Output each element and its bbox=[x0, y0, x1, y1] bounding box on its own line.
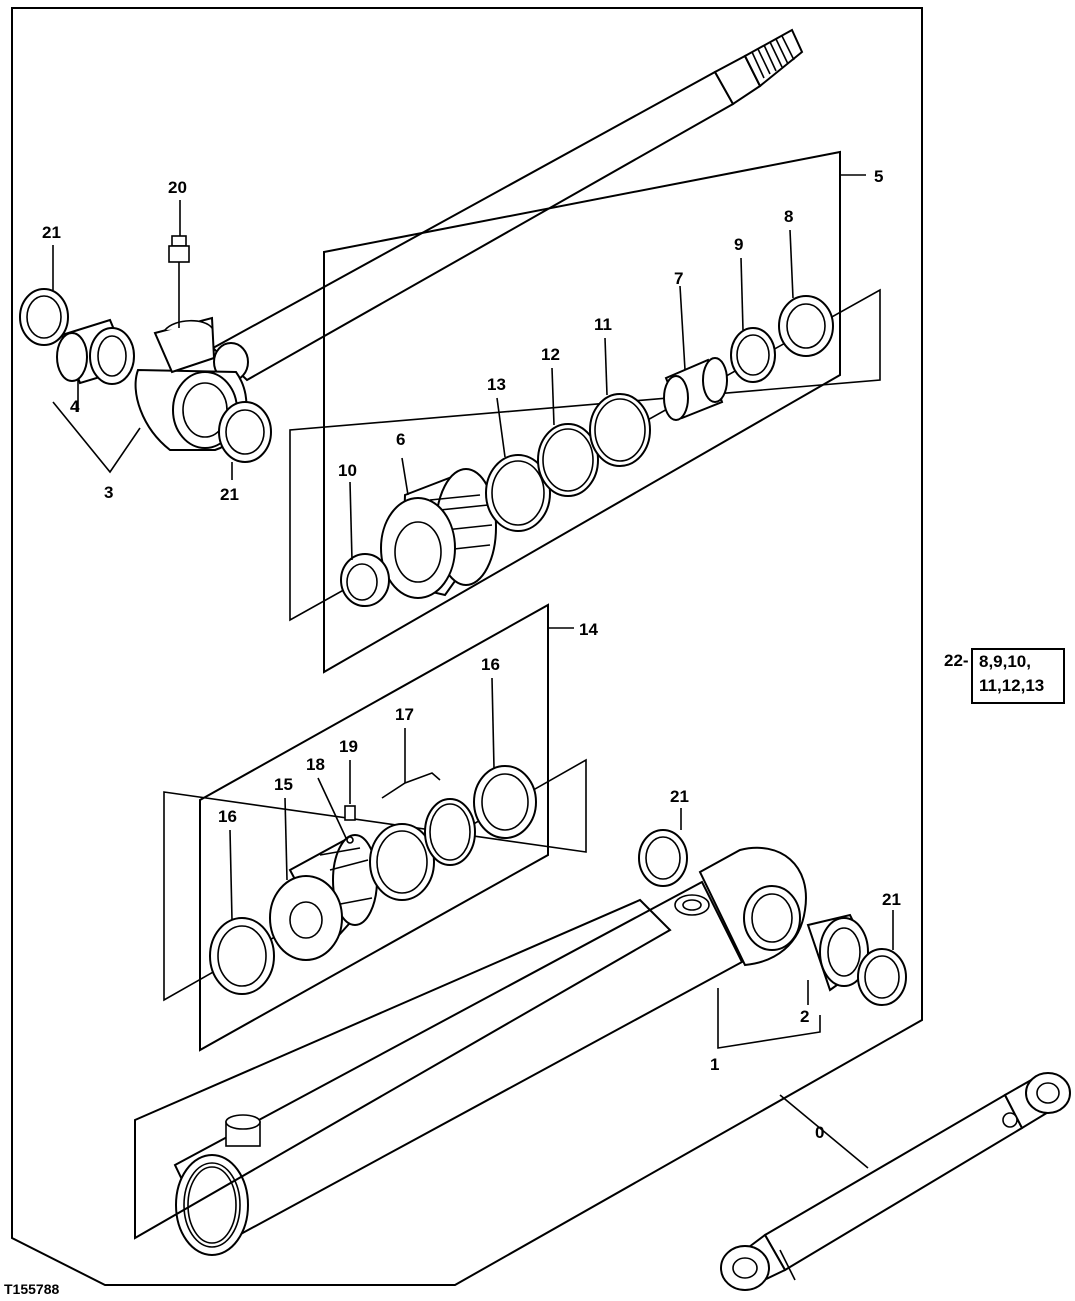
callout-21-rod-right: 21 bbox=[220, 485, 239, 504]
callout-8: 8 bbox=[784, 207, 793, 226]
cylinder-assembly bbox=[720, 1072, 1071, 1291]
callout-2: 2 bbox=[800, 1007, 809, 1026]
callout-6: 6 bbox=[396, 430, 405, 449]
seal-kit-key: 22 bbox=[944, 651, 963, 670]
callout-10: 10 bbox=[338, 461, 357, 480]
callout-7: 7 bbox=[674, 269, 683, 288]
cylinder-barrel bbox=[173, 846, 807, 1256]
figure-id: T155788 bbox=[4, 1281, 60, 1297]
gland-6 bbox=[380, 468, 497, 599]
ball-18 bbox=[346, 836, 354, 844]
wiper-10 bbox=[340, 553, 390, 607]
grease-fitting-20 bbox=[168, 235, 190, 328]
piston-kit-frame bbox=[199, 603, 549, 1052]
assembly-outline bbox=[11, 7, 923, 1286]
callout-21-barrel-right: 21 bbox=[882, 890, 901, 909]
piston-15 bbox=[269, 834, 378, 961]
callout-14: 14 bbox=[579, 620, 598, 639]
bushing-2 bbox=[806, 913, 874, 992]
seal-kit-line-1: 8,9,10, bbox=[979, 652, 1031, 671]
callout-4: 4 bbox=[70, 397, 80, 416]
callout-13: 13 bbox=[487, 375, 506, 394]
callout-16-right: 16 bbox=[481, 655, 500, 674]
callout-12: 12 bbox=[541, 345, 560, 364]
gland-kit-frame bbox=[323, 150, 841, 674]
callout-18: 18 bbox=[306, 755, 325, 774]
callout-1: 1 bbox=[710, 1055, 719, 1074]
callout-21-rod-left: 21 bbox=[42, 223, 61, 242]
callout-20: 20 bbox=[168, 178, 187, 197]
snap-ring-21-left bbox=[19, 288, 69, 346]
callout-3: 3 bbox=[104, 483, 113, 502]
callout-21-barrel-left: 21 bbox=[670, 787, 689, 806]
seal-kit-box: 8,9,10, 11,12,13 bbox=[971, 648, 1065, 704]
bushing-7 bbox=[663, 357, 728, 421]
seal-kit-callout: 22- bbox=[944, 651, 969, 670]
bushing-4 bbox=[56, 318, 135, 385]
callout-16-left: 16 bbox=[218, 807, 237, 826]
callout-9: 9 bbox=[734, 235, 743, 254]
snap-ring-21-right bbox=[218, 401, 272, 463]
callout-11: 11 bbox=[594, 315, 612, 334]
callout-15: 15 bbox=[274, 775, 293, 794]
barrel-bracket bbox=[134, 898, 672, 1240]
set-screw-19 bbox=[344, 805, 356, 821]
callout-19: 19 bbox=[339, 737, 358, 756]
callout-0: 0 bbox=[815, 1123, 824, 1142]
piston-rod bbox=[211, 28, 804, 382]
seal-kit-line-2: 11,12,13 bbox=[979, 676, 1045, 695]
callout-17: 17 bbox=[395, 705, 414, 724]
callout-5: 5 bbox=[874, 167, 883, 186]
